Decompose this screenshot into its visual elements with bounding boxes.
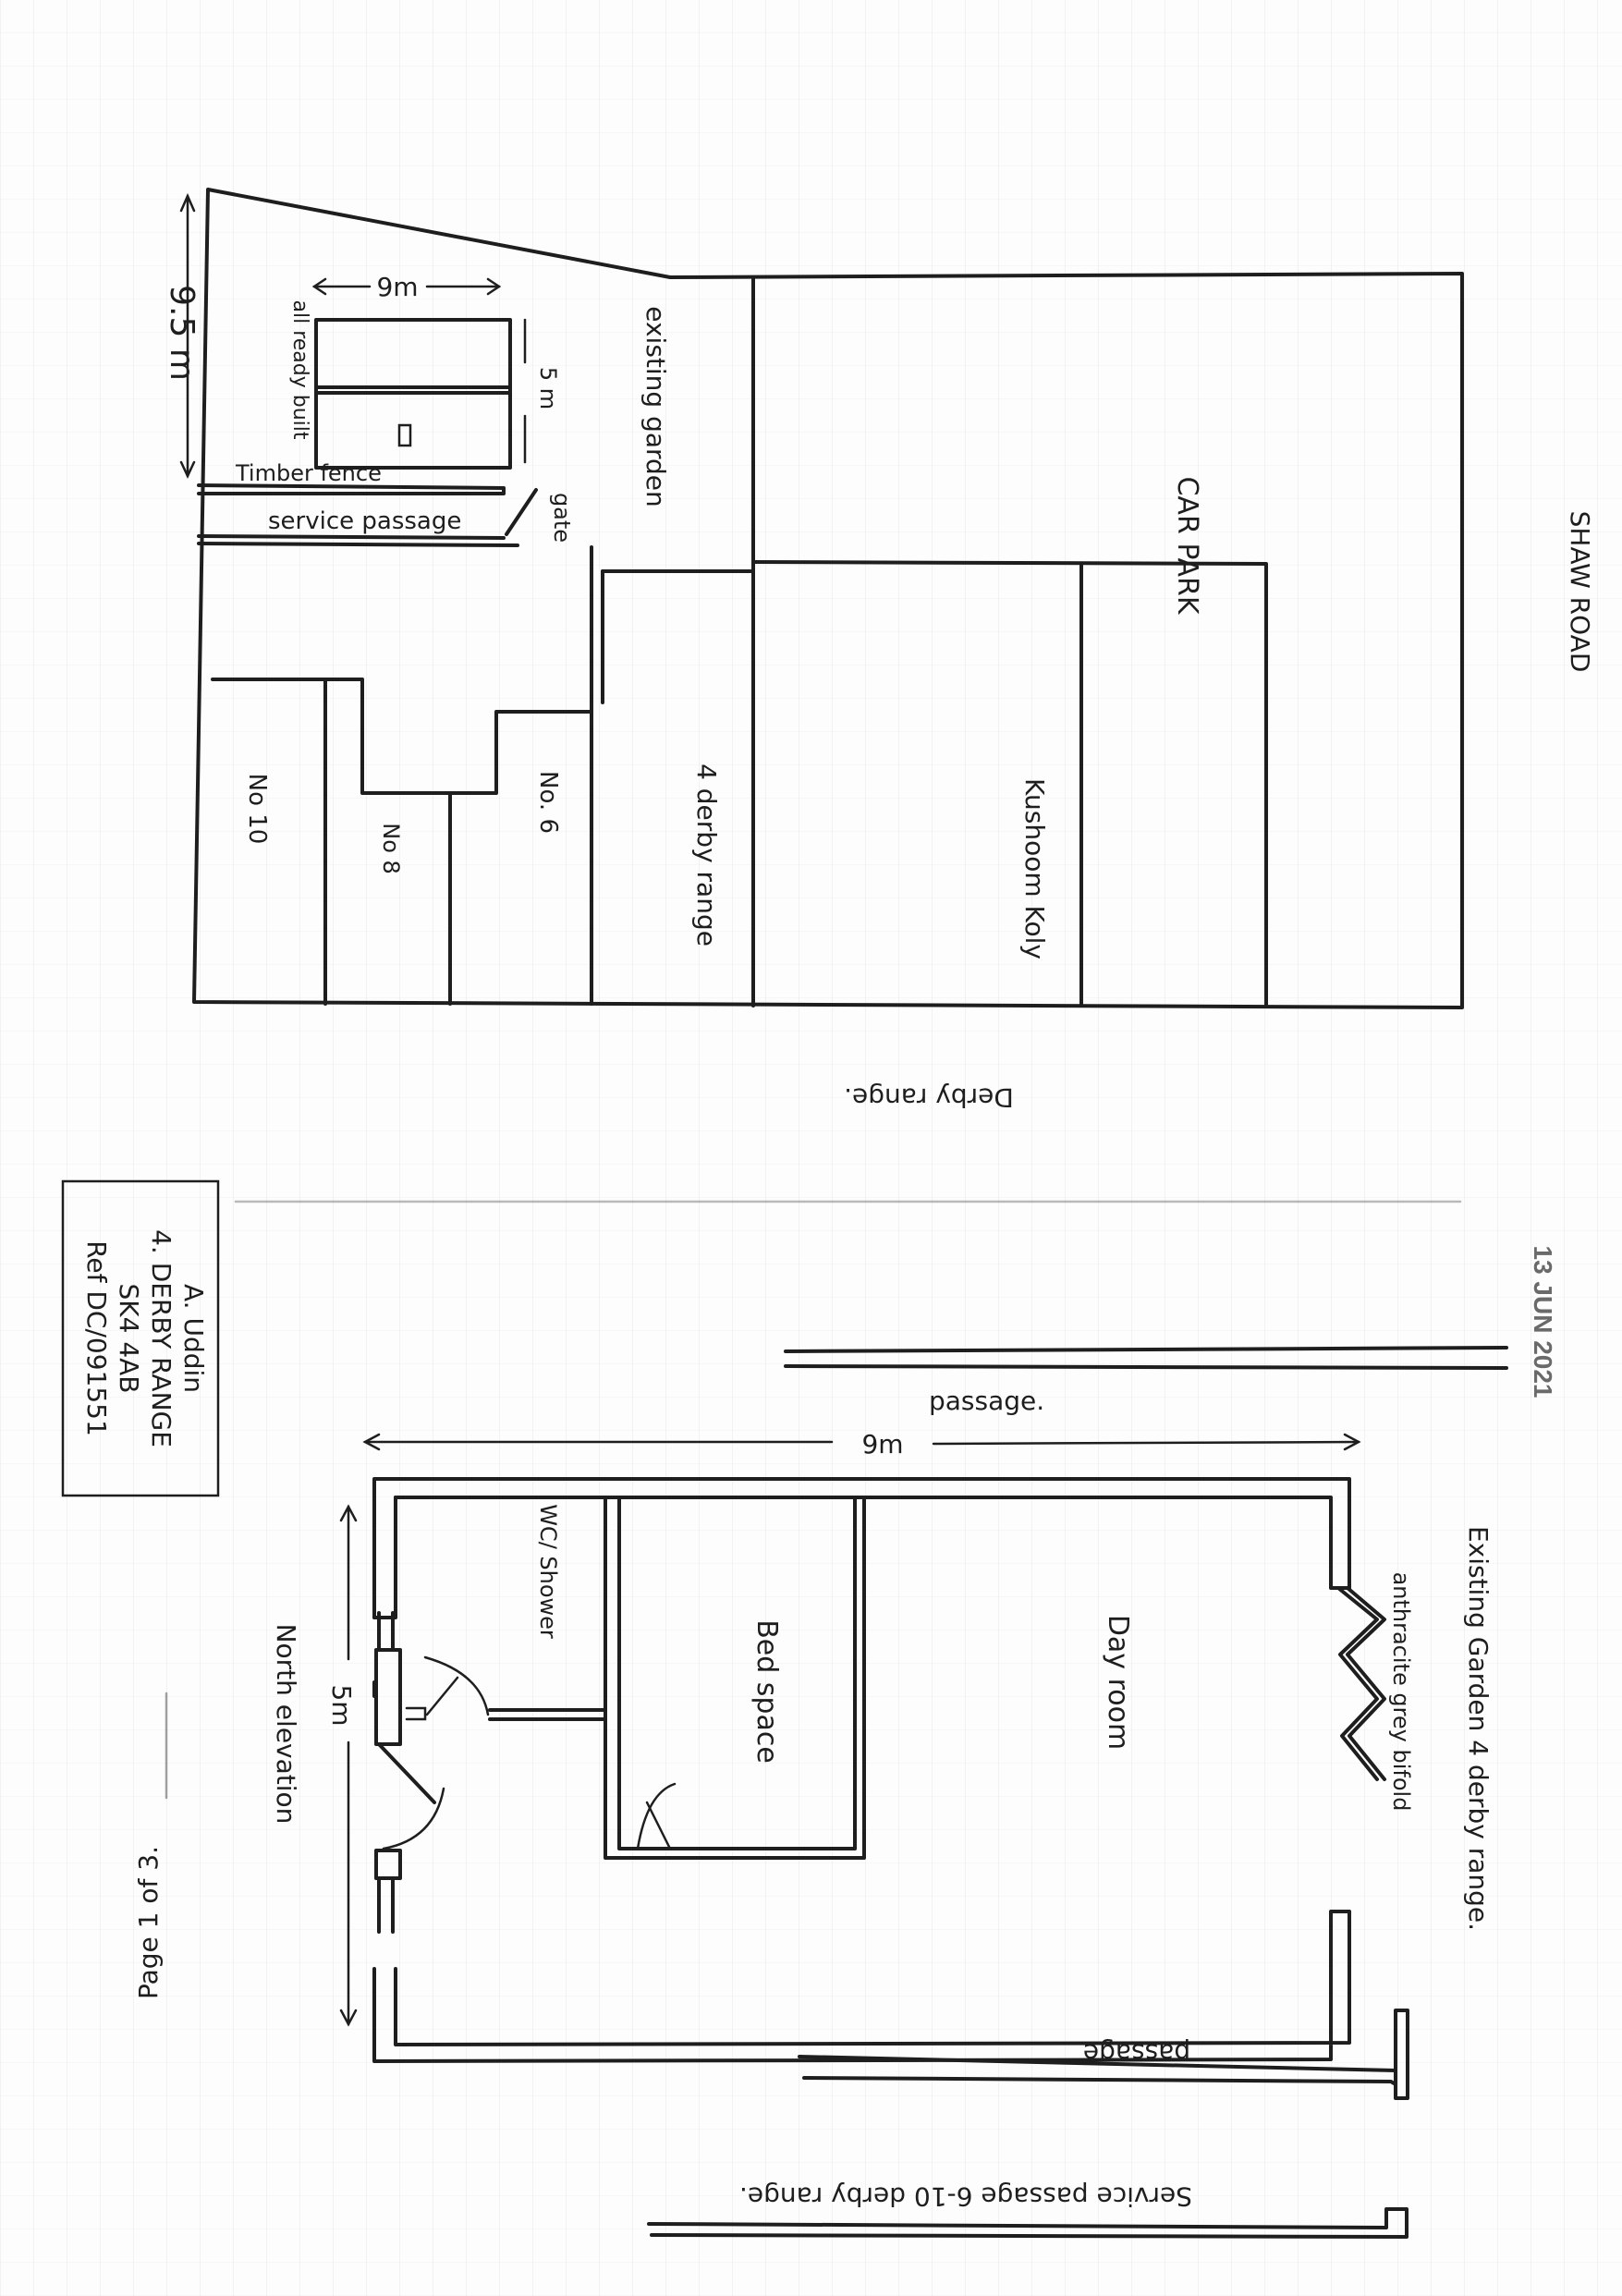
- service-passage-label: service passage: [268, 507, 461, 535]
- property-no6-label: No. 6: [534, 771, 562, 834]
- property-no10-label: No 10: [243, 774, 271, 845]
- timber-fence: [197, 483, 506, 495]
- gate: [505, 488, 538, 536]
- outbuilding-window-icon: [397, 423, 412, 447]
- garden-note: Existing Garden 4 derby range.: [1463, 1526, 1494, 1931]
- bifold-door-icon: [1336, 1586, 1386, 1781]
- title-line-1: A. Uddin: [178, 1284, 209, 1393]
- wc-door-icon: [423, 1655, 490, 1716]
- outer-wall: [372, 1477, 1351, 1619]
- plot-boundary: [192, 188, 1464, 1009]
- service-passage-bottom-wall: [647, 2207, 1409, 2239]
- window-2: [374, 1849, 402, 1880]
- bed-space-label: Bed space: [750, 1619, 783, 1764]
- floor-plan: passage. 9m WC/ Shower Bed space Day roo…: [271, 1346, 1508, 2239]
- title-block: A. Uddin 4. DERBY RANGE SK4 4AB Ref DC/0…: [61, 1179, 220, 1497]
- plot-depth-label: 9.5 m: [163, 285, 201, 381]
- service-passage-wall: [197, 534, 519, 547]
- front-door-icon: [377, 1742, 436, 1804]
- page-number: Page 1 of 3.: [133, 1846, 164, 1999]
- car-park-label: CAR PARK: [1171, 476, 1203, 615]
- day-room-label: Day room: [1102, 1615, 1134, 1750]
- bed-space-wall: [604, 1496, 866, 1860]
- outbuilding-depth-label: 5 m: [535, 367, 561, 409]
- passage-bottom-wall: [798, 2009, 1409, 2100]
- gate-label: gate: [549, 493, 575, 543]
- title-line-2: 4. DERBY RANGE: [146, 1229, 177, 1447]
- outbuilding-width-label: 9m: [376, 272, 418, 302]
- street-label: Derby range.: [844, 1082, 1014, 1113]
- existing-garden-label: existing garden: [640, 306, 671, 507]
- subject-property-label: 4 derby range: [691, 763, 722, 946]
- passage-bottom-label: passage: [1083, 2038, 1190, 2069]
- received-stamp: 13 JUN 2021: [1529, 1245, 1557, 1398]
- road-label: SHAW ROAD: [1565, 511, 1595, 673]
- title-line-3: SK4 4AB: [114, 1283, 144, 1393]
- site-plan: 9.5 m all ready built 9m 5 m Timber fenc…: [163, 188, 1595, 1113]
- shop-outline: [751, 560, 1268, 1008]
- service-passage-note: Service passage 6-10 derby range.: [739, 2181, 1192, 2212]
- dimension-line-width: [363, 1440, 1360, 1446]
- shop-label: Kushoom Koly: [1019, 778, 1050, 959]
- passage-top-label: passage.: [929, 1386, 1044, 1416]
- timber-fence-label: Timber fence: [235, 460, 382, 486]
- bifold-note: anthracite grey bifold: [1388, 1572, 1414, 1812]
- floor-depth-label: 5m: [326, 1684, 357, 1726]
- floor-width-label: 9m: [861, 1429, 903, 1459]
- outbuilding-note: all ready built: [288, 299, 311, 439]
- window-1: [374, 1648, 402, 1746]
- passage-top-wall: [784, 1346, 1508, 1370]
- bed-door-icon: [636, 1782, 677, 1850]
- property-no8-label: No 8: [378, 823, 404, 874]
- elevation-label: North elevation: [271, 1624, 301, 1825]
- wc-label: WC/ Shower: [535, 1504, 561, 1639]
- title-line-4: Ref DC/091551: [81, 1240, 112, 1436]
